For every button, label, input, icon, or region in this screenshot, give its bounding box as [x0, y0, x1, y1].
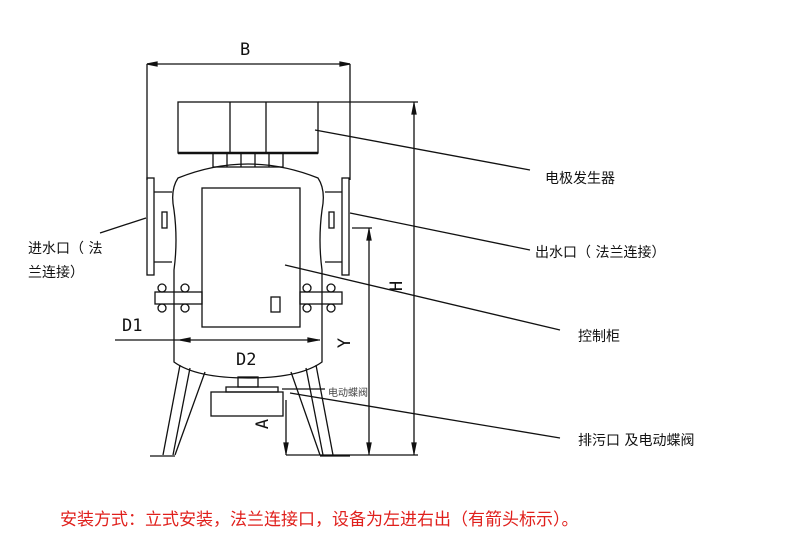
dim-d2-label: D2: [236, 350, 257, 370]
drain-valve: [210, 391, 284, 417]
installation-note: 安装方式：立式安装，法兰连接口，设备为左进右出（有箭头标示）。: [60, 510, 579, 530]
control-label: 控制柜: [578, 329, 620, 345]
drain-label: 排污口 及电动蝶阀: [578, 433, 695, 449]
dim-d1-label: D1: [122, 316, 143, 336]
generator-label: 电极发生器: [545, 171, 615, 187]
inlet-label-line1: 进水口（ 法: [28, 241, 103, 257]
control-cabinet: [201, 187, 301, 328]
outlet-label: 出水口（ 法兰连接）: [535, 245, 666, 261]
dim-h-label: H: [387, 280, 408, 292]
inlet-label-line2: 兰连接）: [28, 265, 84, 281]
dim-y-label: Y: [335, 337, 356, 349]
valve-small-label: 电动蝶阀: [328, 388, 368, 399]
dim-b-label: B: [240, 40, 251, 60]
dim-a-label: A: [253, 418, 274, 430]
electrode-generator: [177, 101, 319, 168]
